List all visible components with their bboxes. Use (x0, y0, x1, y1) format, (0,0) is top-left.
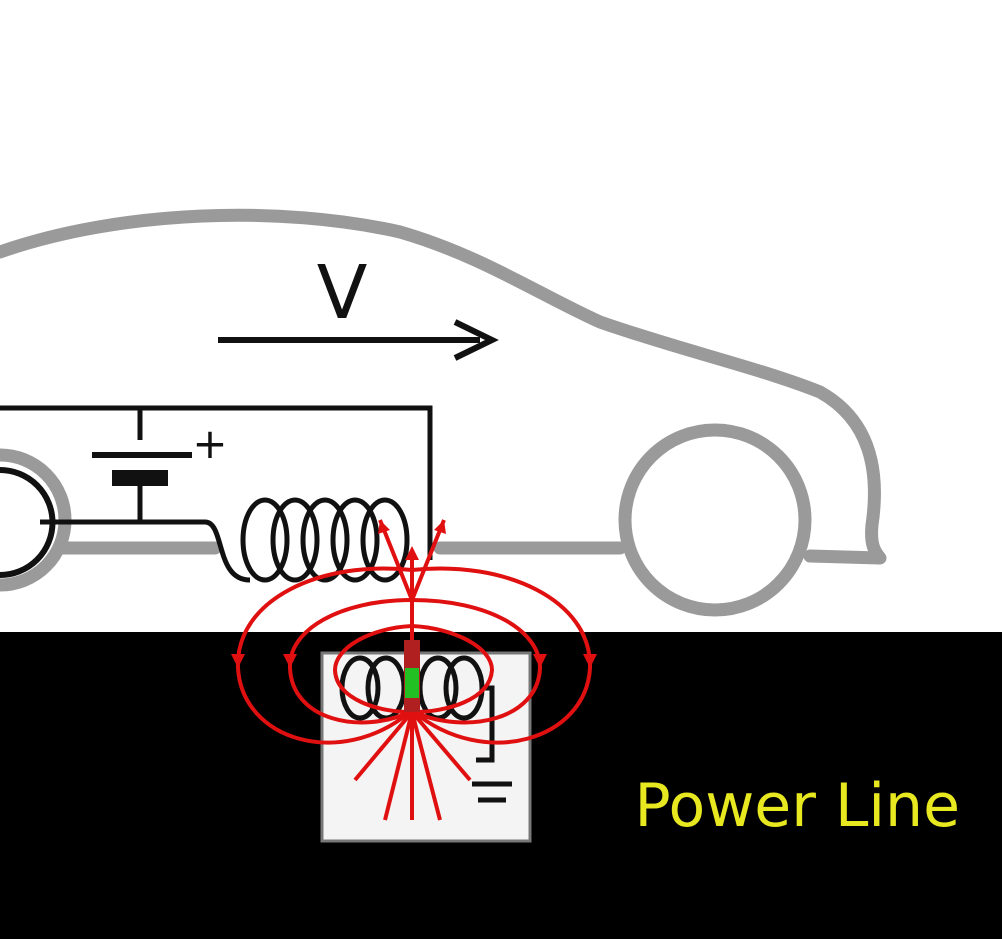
receiver-coil (240, 497, 410, 583)
power-line-label: Power Line (634, 771, 960, 841)
velocity-label: V (317, 250, 368, 336)
car-outline (0, 208, 887, 617)
battery-plus-label: + (192, 419, 227, 468)
core-indicator (405, 668, 419, 698)
field-arrowheads (231, 520, 597, 668)
ground-transmitter (320, 651, 532, 843)
front-wheel (618, 423, 812, 617)
car-body (0, 208, 887, 565)
velocity-arrow (218, 319, 499, 361)
onboard-circuit (0, 405, 433, 583)
